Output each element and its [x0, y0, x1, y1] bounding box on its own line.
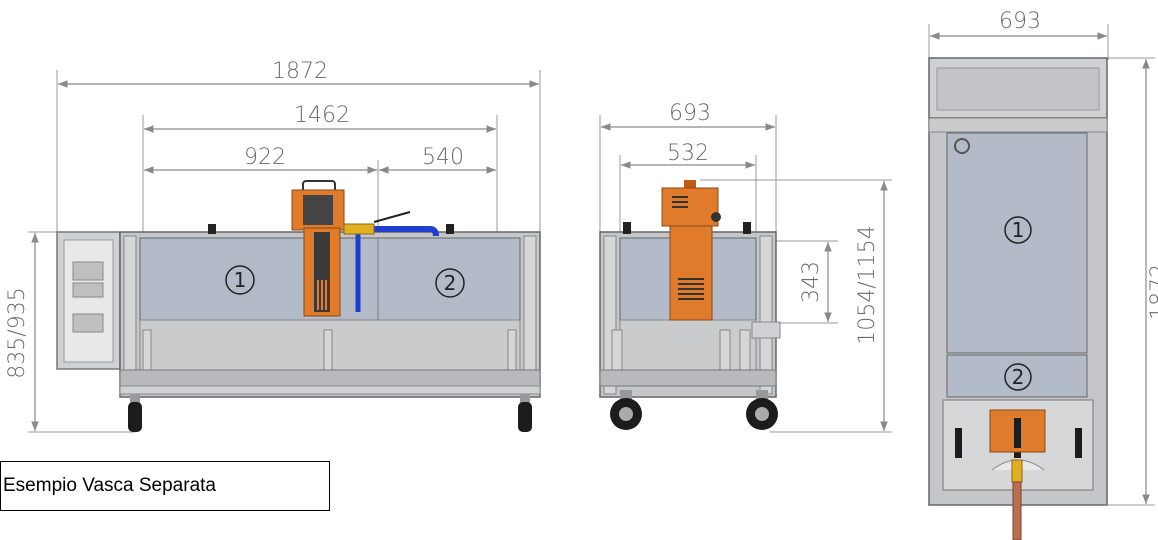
svg-text:1: 1 [1012, 218, 1025, 242]
front-tank-2-marker: 2 [435, 268, 465, 298]
dim-side-343: 343 [799, 261, 824, 303]
front-heater-unit [291, 180, 345, 317]
top-tank-1-marker: 1 [1004, 216, 1032, 244]
caption-text: Esempio Vasca Separata [3, 475, 216, 496]
side-view: 693 532 343 1054/1154 [599, 101, 892, 433]
dim-835-935: 835/935 [5, 287, 30, 378]
svg-text:2: 2 [444, 271, 457, 295]
svg-text:1: 1 [234, 268, 247, 292]
svg-text:2: 2 [1012, 365, 1025, 389]
front-view: 1872 1462 922 540 835/935 [5, 59, 541, 433]
front-wheel-right [518, 394, 532, 432]
side-wheel-right [746, 390, 778, 430]
dim-top-693: 693 [999, 9, 1041, 34]
dim-side-532: 532 [667, 141, 709, 166]
dim-top-1872: 1872 [1147, 264, 1158, 320]
dim-1872: 1872 [272, 59, 328, 84]
front-tank-1-marker: 1 [225, 265, 255, 295]
dim-side-1054-1154: 1054/1154 [855, 225, 880, 344]
dim-922: 922 [244, 145, 286, 170]
dim-1462: 1462 [294, 103, 350, 128]
side-heater-unit [661, 180, 721, 321]
top-heater-unit [989, 409, 1046, 540]
top-tank-2-marker: 2 [1004, 363, 1032, 391]
front-pipe [343, 211, 439, 312]
side-wheel-left [610, 390, 642, 430]
front-wheel-left [128, 394, 142, 432]
dim-side-693: 693 [669, 101, 711, 126]
top-view: 693 1872 1 2 [928, 9, 1158, 540]
caption-box: Esempio Vasca Separata [0, 461, 330, 511]
dim-540: 540 [422, 145, 464, 170]
